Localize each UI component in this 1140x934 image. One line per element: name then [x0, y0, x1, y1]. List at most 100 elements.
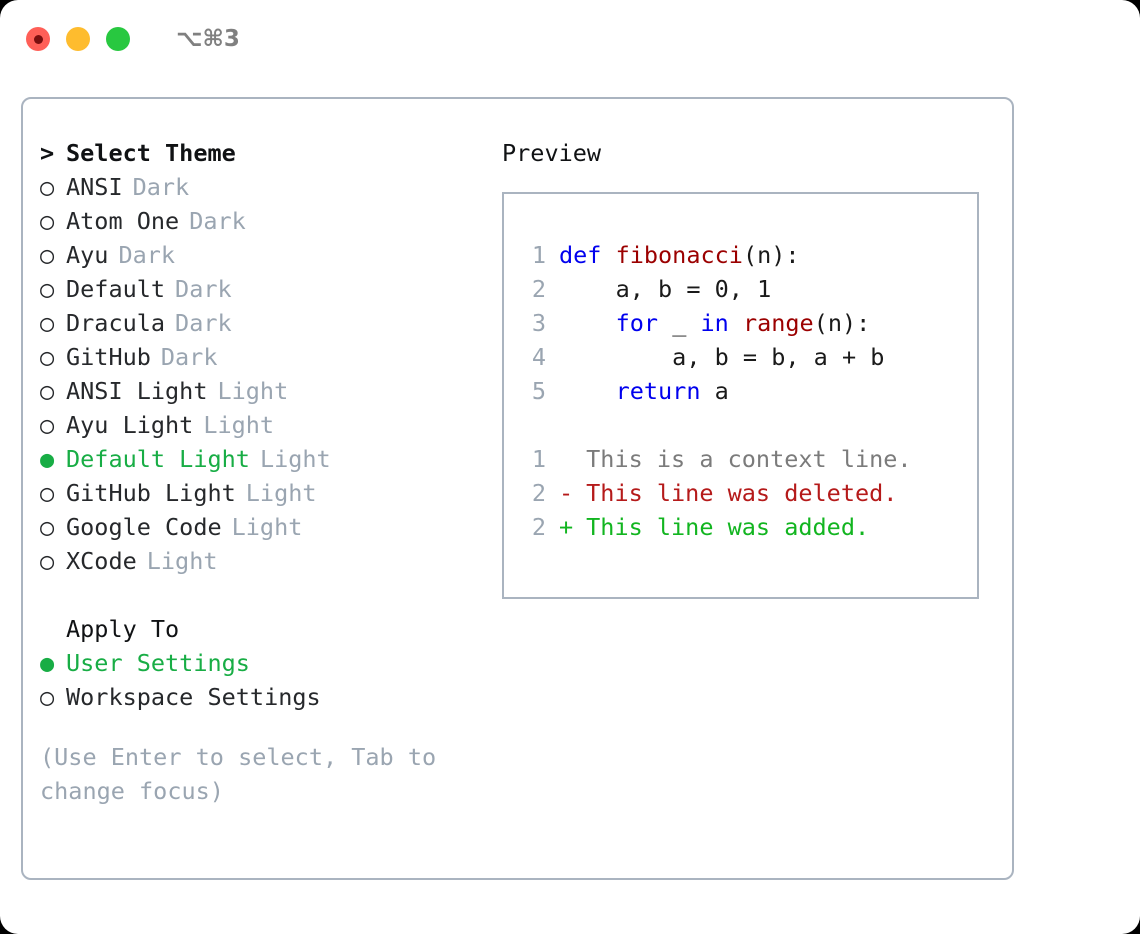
- code-line-number: 1: [531, 241, 546, 269]
- radio-unselected-icon: ○: [40, 547, 55, 575]
- radio-unselected-icon: ○: [40, 479, 55, 507]
- code-line: 1 def fibonacci(n):: [520, 238, 884, 272]
- diff-line-number: 2: [531, 479, 546, 507]
- theme-option-label: Ayu Light: [66, 411, 194, 439]
- radio-unselected-icon: ○: [40, 173, 55, 201]
- code-token: _: [658, 309, 701, 337]
- code-line-text: for _ in range(n):: [559, 309, 871, 337]
- code-token: for: [615, 309, 659, 337]
- theme-option-atom-one[interactable]: ○ Atom One Dark: [40, 204, 500, 238]
- apply-to-option-label: Workspace Settings: [66, 683, 321, 711]
- radio-selected-icon: ●: [40, 445, 55, 473]
- code-line-number: 4: [531, 343, 546, 371]
- apply-to-heading: Apply To: [66, 615, 180, 643]
- apply-to-option-label: User Settings: [66, 649, 250, 677]
- diff-marker: -: [559, 479, 574, 507]
- maximize-window-button[interactable]: [106, 27, 130, 51]
- keyboard-shortcut-label: ⌥⌘3: [176, 26, 240, 52]
- theme-variant-tag: Dark: [132, 173, 190, 201]
- apply-to-option-user-settings[interactable]: ● User Settings: [40, 646, 500, 680]
- radio-unselected-icon: ○: [40, 683, 55, 711]
- diff-line: 2+ This line was added.: [520, 510, 912, 544]
- theme-option-label: Ayu: [66, 241, 109, 269]
- theme-option-google-code[interactable]: ○ Google Code Light: [40, 510, 500, 544]
- radio-unselected-icon: ○: [40, 241, 55, 269]
- close-icon: [33, 34, 43, 44]
- radio-unselected-icon: ○: [40, 207, 55, 235]
- radio-unselected-icon: ○: [40, 309, 55, 337]
- code-line-text: def fibonacci(n):: [559, 241, 800, 269]
- code-line: 5 return a: [520, 374, 884, 408]
- theme-option-ayu[interactable]: ○ Ayu Dark: [40, 238, 500, 272]
- preview-title: Preview: [502, 139, 602, 167]
- code-line-text: a, b = b, a + b: [559, 343, 884, 371]
- theme-variant-tag: Light: [203, 411, 275, 439]
- diff-line-text: This line was added.: [572, 513, 870, 541]
- radio-selected-icon: ●: [40, 649, 55, 677]
- theme-option-label: Google Code: [66, 513, 222, 541]
- theme-variant-tag: Light: [245, 479, 317, 507]
- code-token: (n):: [742, 241, 800, 269]
- apply-to-option-workspace-settings[interactable]: ○ Workspace Settings: [40, 680, 500, 714]
- theme-option-xcode[interactable]: ○ XCode Light: [40, 544, 500, 578]
- code-token: fibonacci: [615, 241, 743, 269]
- code-line: 3 for _ in range(n):: [520, 306, 884, 340]
- radio-unselected-icon: ○: [40, 411, 55, 439]
- theme-option-label: Default: [66, 275, 166, 303]
- diff-line-text: This is a context line.: [572, 445, 912, 473]
- code-token: range: [742, 309, 814, 337]
- theme-variant-tag: Light: [231, 513, 303, 541]
- theme-variant-tag: Light: [146, 547, 218, 575]
- list-spacer: [40, 578, 500, 612]
- code-token: (n):: [813, 309, 871, 337]
- theme-variant-tag: Dark: [118, 241, 176, 269]
- theme-option-label: XCode: [66, 547, 137, 575]
- code-token: in: [700, 309, 729, 337]
- code-token: [729, 309, 743, 337]
- minimize-window-button[interactable]: [66, 27, 90, 51]
- code-token: [559, 377, 616, 405]
- theme-variant-tag: Dark: [189, 207, 246, 235]
- code-token: [559, 309, 616, 337]
- select-theme-heading-label: Select Theme: [66, 139, 236, 167]
- diff-line-text: This line was deleted.: [572, 479, 898, 507]
- theme-option-label: GitHub: [66, 343, 151, 371]
- diff-line-number: 1: [531, 445, 546, 473]
- keyboard-hint-text: (Use Enter to select, Tab to change focu…: [40, 743, 437, 805]
- diff-line: 2- This line was deleted.: [520, 476, 912, 510]
- code-line-number: 5: [531, 377, 546, 405]
- diff-line: 1 This is a context line.: [520, 442, 912, 476]
- theme-option-ayu-light[interactable]: ○ Ayu Light Light: [40, 408, 500, 442]
- window-controls: [26, 27, 130, 51]
- diff-marker: [559, 442, 572, 476]
- code-line-text: a, b = 0, 1: [559, 275, 772, 303]
- code-token: a, b = 0, 1: [559, 275, 772, 303]
- code-token: return: [615, 377, 701, 405]
- close-window-button[interactable]: [26, 27, 50, 51]
- window-titlebar: ⌥⌘3: [0, 0, 1140, 78]
- theme-variant-tag: Dark: [175, 275, 232, 303]
- theme-variant-tag: Light: [217, 377, 289, 405]
- code-line: 4 a, b = b, a + b: [520, 340, 885, 374]
- theme-option-label: Atom One: [66, 207, 180, 235]
- theme-variant-tag: Dark: [160, 343, 218, 371]
- radio-unselected-icon: ○: [40, 513, 55, 541]
- code-token: def: [559, 241, 616, 269]
- theme-variant-tag: Light: [259, 445, 331, 473]
- theme-option-label: Dracula: [66, 309, 166, 337]
- code-line-number: 2: [531, 275, 546, 303]
